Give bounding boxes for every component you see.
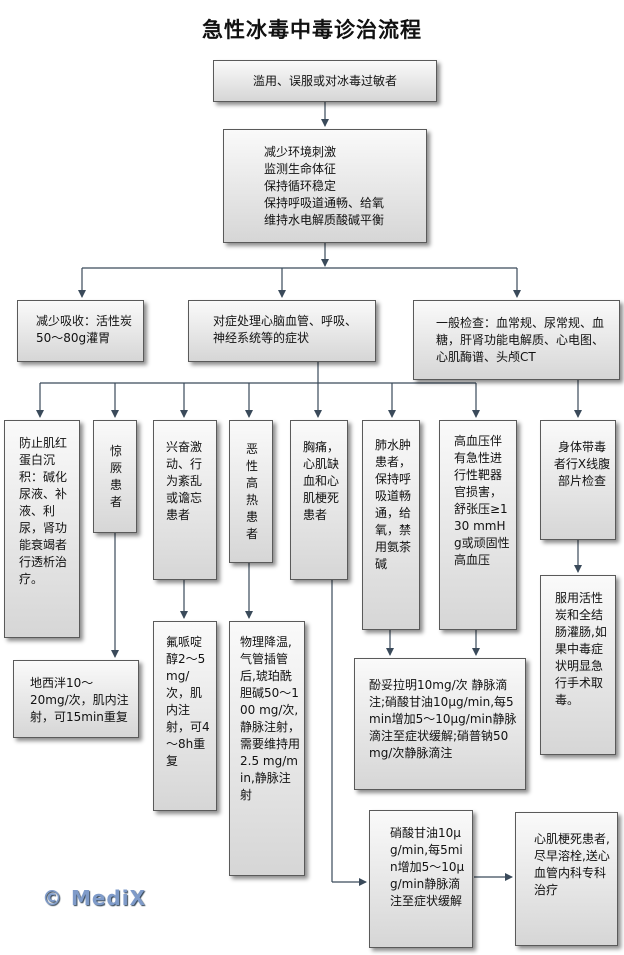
body-packer-node: 身体带毒者行X线腹部片检查 — [540, 420, 616, 540]
pulmonary-edema-node: 肺水肿患者，保持呼吸道畅通，给氧，禁用氨茶碱 — [362, 420, 420, 630]
hypertension-node: 高血压伴有急性进行性靶器官损害，舒张压≥130 mmHg或顽固性高血压 — [439, 420, 517, 630]
convulsion-node: 惊厥患者 — [93, 420, 137, 533]
hyperthermia-node: 恶性高热患者 — [229, 420, 273, 563]
cooling-node: 物理降温,气管插管后,琥珀酰胆碱50～100 mg/次,静脉注射，需要维持用2.… — [229, 621, 305, 876]
supportive-care-node: 减少环境刺激 监测生命体征 保持循环稳定 保持呼吸道通畅、给氧 维持水电解质酸碱… — [223, 129, 427, 243]
symptomatic-treatment-node: 对症处理心脑血管、呼吸、神经系统等的症状 — [188, 300, 376, 362]
agitation-node: 兴奋激动、行为紊乱或谵忘患者 — [153, 420, 217, 580]
antihypertensive-node: 酚妥拉明10mg/次 静脉滴注;硝酸甘油10μg/min,每5min增加5～10… — [354, 658, 526, 790]
nitroglycerin-node: 硝酸甘油10μg/min,每5min增加5～10μg/min静脉滴注至症状缓解 — [369, 810, 473, 948]
rhabdomyolysis-node: 防止肌红蛋白沉积：碱化尿液、补液、利尿，肾功能衰竭者行透析治疗。 — [4, 420, 80, 638]
general-exam-node: 一般检查：血常规、尿常规、血糖，肝肾功能电解质、心电图、心肌酶谱、头颅CT — [413, 300, 620, 380]
page-title: 急性冰毒中毒诊治流程 — [202, 18, 422, 42]
chest-pain-node: 胸痛，心肌缺血和心肌梗死患者 — [290, 420, 348, 580]
mi-treatment-node: 心肌梗死患者,尽早溶栓,送心血管内科专科治疗 — [515, 812, 618, 946]
diazepam-node: 地西泮10～20mg/次，肌内注射，可15min重复 — [13, 660, 139, 738]
haloperidol-node: 氟哌啶醇2～5 mg/次，肌内注射，可4～8h重复 — [153, 621, 217, 811]
reduce-absorption-node: 减少吸收：活性炭50～80g灌胃 — [17, 300, 144, 362]
body-packer-treatment-node: 服用活性炭和全结肠灌肠,如果中毒症状明显急行手术取毒。 — [540, 575, 616, 755]
watermark-logo: © MediX — [42, 886, 147, 910]
start-node: 滥用、误服或对冰毒过敏者 — [213, 60, 437, 102]
